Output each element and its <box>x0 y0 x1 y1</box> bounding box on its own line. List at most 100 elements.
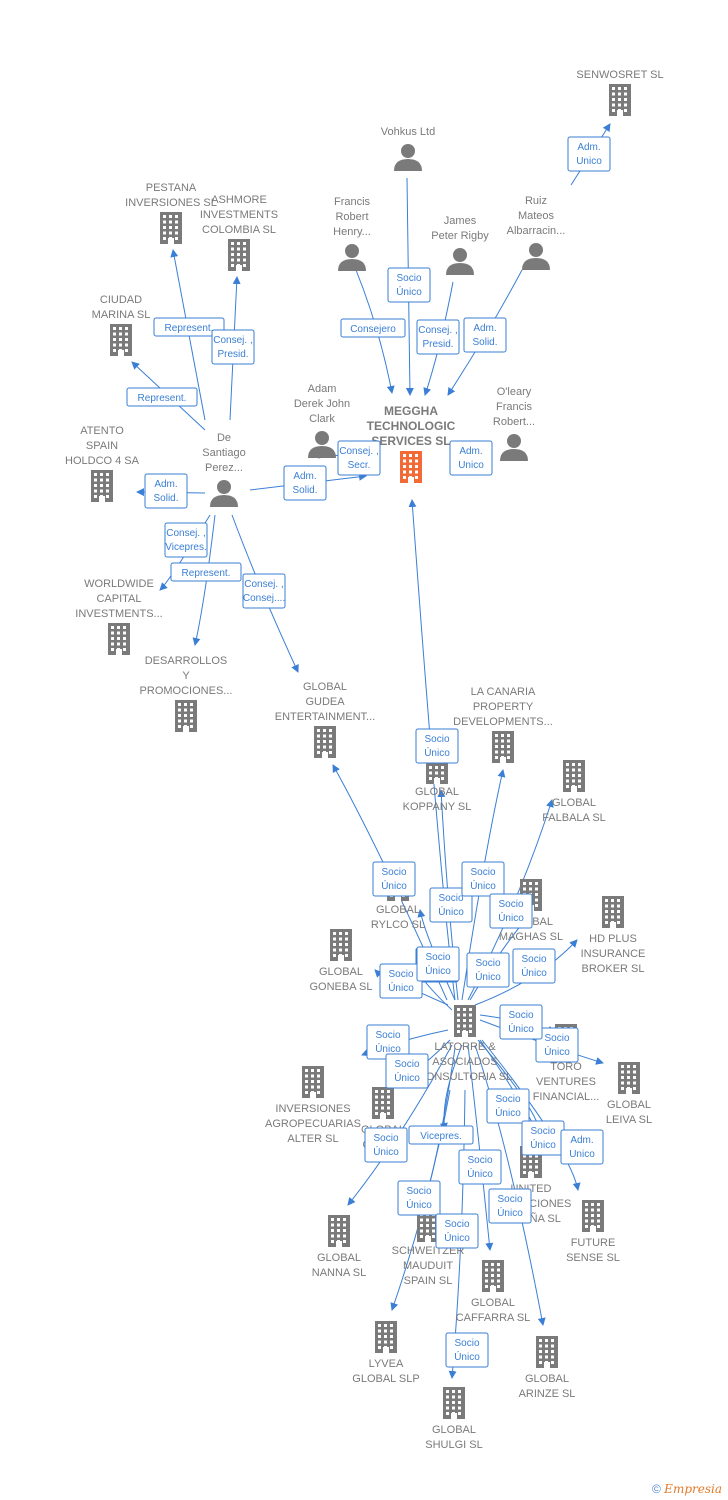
building-window <box>243 242 246 245</box>
edge-label[interactable]: Vicepres. <box>408 1125 474 1145</box>
building-door <box>528 1172 534 1178</box>
edge-label[interactable]: Adm.Solid. <box>283 465 327 501</box>
edge-label[interactable]: Consej. ,Vicepres. <box>164 522 208 558</box>
edge-label-box <box>340 318 406 338</box>
node-desarrollos[interactable]: DESARROLLOSYPROMOCIONES... <box>140 655 233 732</box>
building-window <box>329 751 332 754</box>
node-oleary[interactable]: O'learyFrancisRobert... <box>493 386 535 461</box>
node-ruiz[interactable]: RuizMateosAlbarracin... <box>507 195 566 270</box>
building-window <box>501 745 504 748</box>
edge-label[interactable]: Adm.Unico <box>560 1129 604 1165</box>
building-window <box>178 714 181 717</box>
building-window <box>190 719 193 723</box>
edge-label-box <box>170 562 242 582</box>
edge-label[interactable]: Adm.Solid. <box>463 317 507 353</box>
person-body <box>308 446 336 458</box>
edge-label[interactable]: Consej. ,Secr. <box>337 440 381 476</box>
edge-label[interactable]: Adm.Unico <box>567 136 611 172</box>
node-label-line: O'leary <box>497 386 532 398</box>
building-window <box>323 745 326 749</box>
building-window <box>469 1008 472 1011</box>
building-window <box>618 87 621 90</box>
node-canaria[interactable]: LA CANARIAPROPERTYDEVELOPMENTS... <box>453 686 553 763</box>
building-window <box>497 1263 500 1266</box>
empresia-logo[interactable]: © Empresia <box>652 1482 722 1496</box>
building-window <box>305 1085 308 1089</box>
building-window <box>106 478 109 482</box>
node-vohkus[interactable]: Vohkus Ltd <box>381 126 435 171</box>
edge-label[interactable]: Represent. <box>126 387 198 407</box>
node-senwosret[interactable]: SENWOSRET SL <box>576 69 664 116</box>
edge-label[interactable]: Adm.Unico <box>449 440 493 476</box>
node-worldwide[interactable]: WORLDWIDECAPITALINVESTMENTS... <box>75 578 163 655</box>
building-window <box>523 1160 526 1163</box>
edge-label-text: Único <box>438 905 464 918</box>
edge-label-text: Socio <box>444 1219 469 1230</box>
node-desantiago[interactable]: DeSantiagoPerez... <box>202 432 246 507</box>
building-window <box>378 1340 381 1344</box>
edge-label[interactable]: Consej. ,Presid. <box>211 329 255 365</box>
node-francis[interactable]: FrancisRobertHenry... <box>333 196 371 271</box>
building-window <box>305 1080 308 1083</box>
node-label-line: MAGHAS SL <box>499 931 563 943</box>
edge-label-text: Unico <box>576 156 602 167</box>
building-window <box>375 1095 378 1099</box>
building-door <box>610 922 616 928</box>
node-gudea[interactable]: GLOBALGUDEAENTERTAINMENT... <box>275 681 375 758</box>
edge-label[interactable]: Represent. <box>153 317 225 337</box>
node-label-line: LA CANARIA <box>471 686 536 698</box>
building-window <box>94 495 97 498</box>
edge-label[interactable]: Consej. ,Consej.... <box>242 573 286 609</box>
edge-label[interactable]: Represent. <box>170 562 242 582</box>
edge-label-text: Represent. <box>182 568 231 579</box>
edge-label[interactable]: Consej. ,Presid. <box>416 319 460 355</box>
building-window <box>507 750 510 754</box>
node-label-line: CIUDAD <box>100 294 142 306</box>
edge-label-box <box>153 317 225 337</box>
edge-label[interactable]: Adm.Solid. <box>144 473 188 509</box>
edge-label[interactable]: Consejero <box>340 318 406 338</box>
